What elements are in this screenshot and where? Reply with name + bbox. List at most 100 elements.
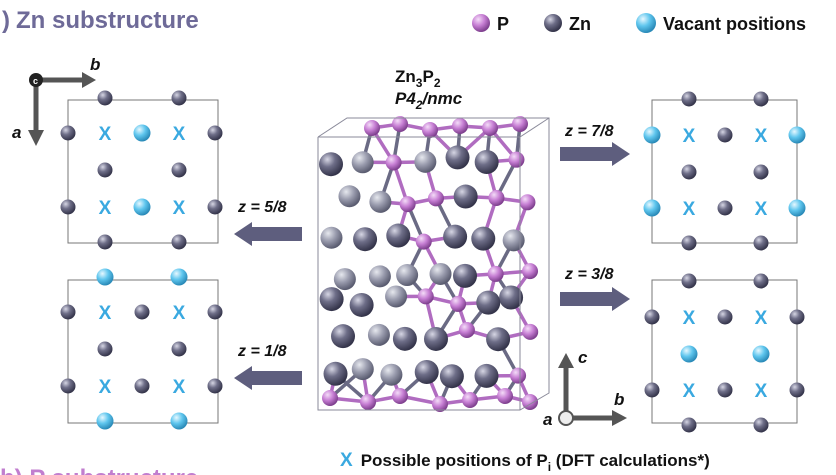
p-atom bbox=[522, 323, 539, 340]
zn-atom bbox=[351, 151, 374, 174]
zn-atom bbox=[60, 304, 76, 320]
axis-a-label-right: a bbox=[543, 410, 552, 429]
pi-position-marker: X bbox=[99, 377, 112, 398]
zn-atom bbox=[681, 91, 697, 107]
axis-b-label-right: b bbox=[614, 390, 624, 409]
vacant-atom bbox=[170, 268, 188, 286]
p-atom bbox=[392, 116, 408, 132]
p-atom bbox=[462, 392, 478, 408]
zn-atom bbox=[753, 164, 769, 180]
p-atom bbox=[322, 390, 338, 406]
pi-position-marker: X bbox=[173, 377, 186, 398]
layer-label-z38: z = 3/8 bbox=[564, 266, 614, 283]
zn-atom bbox=[353, 227, 378, 252]
pi-position-marker: X bbox=[755, 381, 768, 402]
pi-position-marker: X bbox=[99, 303, 112, 324]
legend-p-label: P bbox=[497, 14, 509, 34]
legend-vacant-swatch bbox=[636, 13, 656, 33]
p-atom bbox=[427, 190, 444, 207]
pi-position-marker: X bbox=[173, 198, 186, 219]
legend: P Zn Vacant positions bbox=[472, 13, 806, 34]
zn-atom bbox=[171, 341, 187, 357]
axis-a-label: a bbox=[12, 123, 21, 142]
axis-b-label: b bbox=[90, 55, 100, 74]
vacant-atom bbox=[680, 345, 698, 363]
zn-atom bbox=[423, 326, 448, 351]
p-atom bbox=[510, 367, 527, 384]
legend-zn-swatch bbox=[544, 14, 562, 32]
pi-position-marker: X bbox=[755, 199, 768, 220]
p-atom bbox=[399, 196, 416, 213]
p-atom bbox=[497, 388, 513, 404]
zn-atom bbox=[644, 309, 660, 325]
vacant-atom bbox=[643, 199, 661, 217]
zn-atom bbox=[323, 361, 348, 386]
zn-atom bbox=[319, 287, 344, 312]
pi-position-marker: X bbox=[683, 381, 696, 402]
pi-position-marker: X bbox=[683, 308, 696, 329]
zn-atom bbox=[502, 229, 525, 252]
vacant-atom bbox=[133, 124, 151, 142]
p-atom bbox=[508, 151, 525, 168]
zn-atom bbox=[681, 235, 697, 251]
panel-z78 bbox=[651, 99, 798, 244]
zn-atom bbox=[207, 378, 223, 394]
p-atom bbox=[385, 154, 402, 171]
zn-atom bbox=[414, 150, 437, 173]
p-atom bbox=[392, 388, 408, 404]
zn-atom bbox=[717, 309, 733, 325]
zn-atom bbox=[753, 91, 769, 107]
zn-atom bbox=[134, 304, 150, 320]
pi-position-marker: X bbox=[173, 124, 186, 145]
panel-z38 bbox=[651, 279, 798, 424]
legend-zn-label: Zn bbox=[569, 14, 591, 34]
p-atom bbox=[519, 194, 536, 211]
vacant-atom bbox=[643, 126, 661, 144]
p-atom bbox=[487, 265, 504, 282]
zn-atom bbox=[207, 199, 223, 215]
arrow-z58 bbox=[234, 222, 302, 246]
zn-atom bbox=[753, 417, 769, 433]
zn-atom bbox=[319, 152, 344, 177]
zn-atom bbox=[476, 290, 501, 315]
panel-z18 bbox=[67, 279, 219, 424]
zn-atom bbox=[97, 341, 113, 357]
space-group-label: P42/nmc bbox=[395, 89, 463, 112]
layer-label-z58: z = 5/8 bbox=[237, 199, 287, 216]
zn-atom bbox=[644, 382, 660, 398]
p-atom bbox=[482, 120, 498, 136]
zn-atom bbox=[429, 262, 452, 285]
p-atom bbox=[488, 189, 505, 206]
layer-arrows: z = 5/8 z = 1/8 z = 7/8 z = 3/8 bbox=[234, 123, 630, 390]
zn-atom bbox=[207, 304, 223, 320]
p-atom bbox=[417, 288, 434, 305]
zn-atom bbox=[349, 292, 374, 317]
p-atom bbox=[512, 116, 528, 132]
zn-atom bbox=[681, 164, 697, 180]
unit-cell-outline bbox=[317, 117, 550, 411]
pi-position-marker: X bbox=[755, 308, 768, 329]
zn-atom bbox=[351, 358, 374, 381]
zn-atom bbox=[320, 226, 343, 249]
p-atom bbox=[522, 263, 539, 280]
zn-atom bbox=[717, 200, 733, 216]
zn-atom bbox=[681, 273, 697, 289]
crystal-atoms bbox=[319, 116, 539, 412]
zn-atom bbox=[97, 162, 113, 178]
crystal-structure-3d bbox=[317, 116, 550, 412]
zn-atom bbox=[789, 309, 805, 325]
pi-position-marker: X bbox=[683, 199, 696, 220]
zn-atom bbox=[367, 323, 390, 346]
pi-position-marker: X bbox=[99, 198, 112, 219]
zn-atom bbox=[499, 285, 524, 310]
zn-atom bbox=[134, 378, 150, 394]
zn-atom bbox=[717, 127, 733, 143]
axis-c-origin bbox=[29, 73, 43, 87]
zn-atom bbox=[60, 125, 76, 141]
vacant-atom bbox=[788, 199, 806, 217]
vacant-atom bbox=[96, 268, 114, 286]
pi-position-marker: X bbox=[755, 126, 768, 147]
arrow-z78 bbox=[560, 142, 630, 166]
